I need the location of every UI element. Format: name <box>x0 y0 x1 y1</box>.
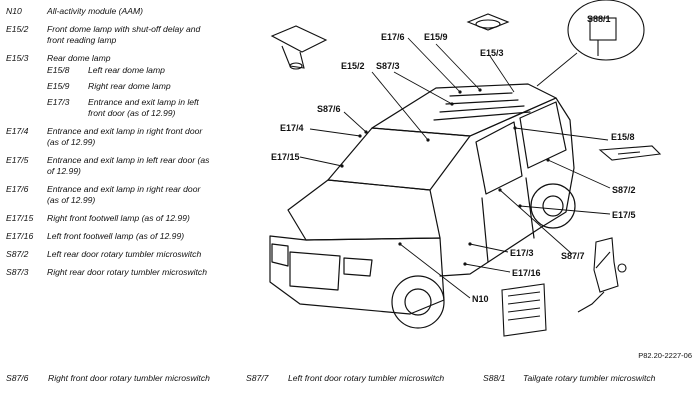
callout-n10: N10 <box>472 294 489 304</box>
inset-rear-dome-lamp <box>466 13 510 31</box>
inset-tailgate-microswitch <box>567 0 645 61</box>
body-side <box>439 97 575 277</box>
legend-desc: Right front door rotary tumbler microswi… <box>48 373 210 383</box>
legend-desc: Left front footwell lamp (as of 12.99) <box>47 231 185 241</box>
front-wheel <box>391 275 445 329</box>
callout-s87-3: S87/3 <box>376 61 400 71</box>
legend-item: E15/2 Front dome lamp with shut-off dela… <box>6 24 214 46</box>
callout-e17-5: E17/5 <box>612 210 636 220</box>
headlights <box>271 243 373 277</box>
callout-e15-9: E15/9 <box>424 32 448 42</box>
legend-code: S87/2 <box>6 249 29 259</box>
legend-desc: Entrance and exit lamp in right front do… <box>47 126 203 147</box>
callout-e17-16: E17/16 <box>512 268 541 278</box>
legend-subitem: E17/3 Entrance and exit lamp in left fro… <box>47 97 214 119</box>
legend-desc-group: Rear dome lamp E15/8 Left rear dome lamp… <box>47 53 214 119</box>
legend-item: E17/16 Left front footwell lamp (as of 1… <box>6 231 214 242</box>
callout-e17-6: E17/6 <box>381 32 405 42</box>
legend-code: S88/1 <box>483 373 506 383</box>
legend-code: S87/7 <box>246 373 269 383</box>
legend-desc: Entrance and exit lamp in left front doo… <box>88 97 199 118</box>
rear-side-window <box>519 101 567 169</box>
inset-left-rear-dome-lamp <box>598 145 662 161</box>
legend-code: S87/6 <box>6 373 29 383</box>
legend-code: E17/16 <box>6 231 34 241</box>
leader-dots <box>340 88 550 266</box>
legend-desc: Left rear dome lamp <box>88 65 165 75</box>
legend-desc: All-activity module (AAM) <box>47 6 143 16</box>
legend-desc: Entrance and exit lamp in right rear doo… <box>47 184 201 205</box>
legend-code: N10 <box>6 6 22 16</box>
legend-item: S87/2 Left rear door rotary tumbler micr… <box>6 249 214 260</box>
legend-desc: Right front footwell lamp (as of 12.99) <box>47 213 190 223</box>
legend-item: E17/6 Entrance and exit lamp in right re… <box>6 184 214 206</box>
bottom-legend-item: S87/6 Right front door rotary tumbler mi… <box>6 373 211 384</box>
legend-item: S87/3 Right rear door rotary tumbler mic… <box>6 267 214 278</box>
hood <box>287 179 441 241</box>
legend-code: E17/15 <box>6 213 34 223</box>
legend-code: E15/8 <box>47 65 70 75</box>
legend-code: E17/6 <box>6 184 29 194</box>
front-side-window <box>475 121 523 195</box>
legend-desc: Rear dome lamp <box>47 53 111 63</box>
callout-s88-1: S88/1 <box>587 14 611 24</box>
bottom-legend-item: S88/1 Tailgate rotary tumbler microswitc… <box>483 373 683 384</box>
legend-desc: Tailgate rotary tumbler microswitch <box>523 373 656 383</box>
legend-code: E17/3 <box>47 97 70 107</box>
door-seams <box>481 177 535 263</box>
callout-s87-6: S87/6 <box>317 104 341 114</box>
legend-desc: Left rear door rotary tumbler microswitc… <box>47 249 202 259</box>
legend-item: E15/3 Rear dome lamp E15/8 Left rear dom… <box>6 53 214 119</box>
legend-desc: Entrance and exit lamp in left rear door… <box>47 155 210 176</box>
legend-code: E15/3 <box>6 53 29 63</box>
legend-code: E17/5 <box>6 155 29 165</box>
rear-wheel <box>530 183 576 229</box>
legend-item: E17/15 Right front footwell lamp (as of … <box>6 213 214 224</box>
callout-e15-8: E15/8 <box>611 132 635 142</box>
front-wheel-hub <box>404 288 432 316</box>
figure-reference: P82.20-2227-06 <box>638 351 692 360</box>
legend-subitem: E15/9 Right rear dome lamp <box>47 81 214 92</box>
bottom-legend-item: S87/7 Left front door rotary tumbler mic… <box>246 373 446 384</box>
callout-e15-2: E15/2 <box>341 61 365 71</box>
legend-code: E15/9 <box>47 81 70 91</box>
callout-e17-4: E17/4 <box>280 123 304 133</box>
inset-aam-module <box>501 283 547 337</box>
callout-s87-2: S87/2 <box>612 185 636 195</box>
roof-rails <box>433 92 531 121</box>
legend-item: E17/5 Entrance and exit lamp in left rea… <box>6 155 214 177</box>
legend-list: N10 All-activity module (AAM) E15/2 Fron… <box>6 6 214 285</box>
callout-e17-15: E17/15 <box>271 152 300 162</box>
legend-item: E17/4 Entrance and exit lamp in right fr… <box>6 126 214 148</box>
inset-front-dome-lamp <box>270 25 328 70</box>
inset-door-lock <box>577 237 627 313</box>
legend-code: E17/4 <box>6 126 29 136</box>
legend-code: E15/2 <box>6 24 29 34</box>
callout-e15-3: E15/3 <box>480 48 504 58</box>
legend-desc: Front dome lamp with shut-off delay and … <box>47 24 201 45</box>
legend-code: S87/3 <box>6 267 29 277</box>
legend-item: N10 All-activity module (AAM) <box>6 6 214 17</box>
legend-subitem: E15/8 Left rear dome lamp <box>47 65 214 76</box>
rear-wheel-hub <box>542 195 564 217</box>
callout-e17-3: E17/3 <box>510 248 534 258</box>
leader-lines <box>299 37 611 299</box>
front-face <box>269 235 445 315</box>
callout-s87-7: S87/7 <box>561 251 585 261</box>
windshield <box>327 127 471 191</box>
legend-desc: Left front door rotary tumbler microswit… <box>288 373 445 383</box>
legend-desc: Right rear door rotary tumbler microswit… <box>47 267 207 277</box>
grille <box>289 251 341 291</box>
legend-desc: Right rear dome lamp <box>88 81 171 91</box>
